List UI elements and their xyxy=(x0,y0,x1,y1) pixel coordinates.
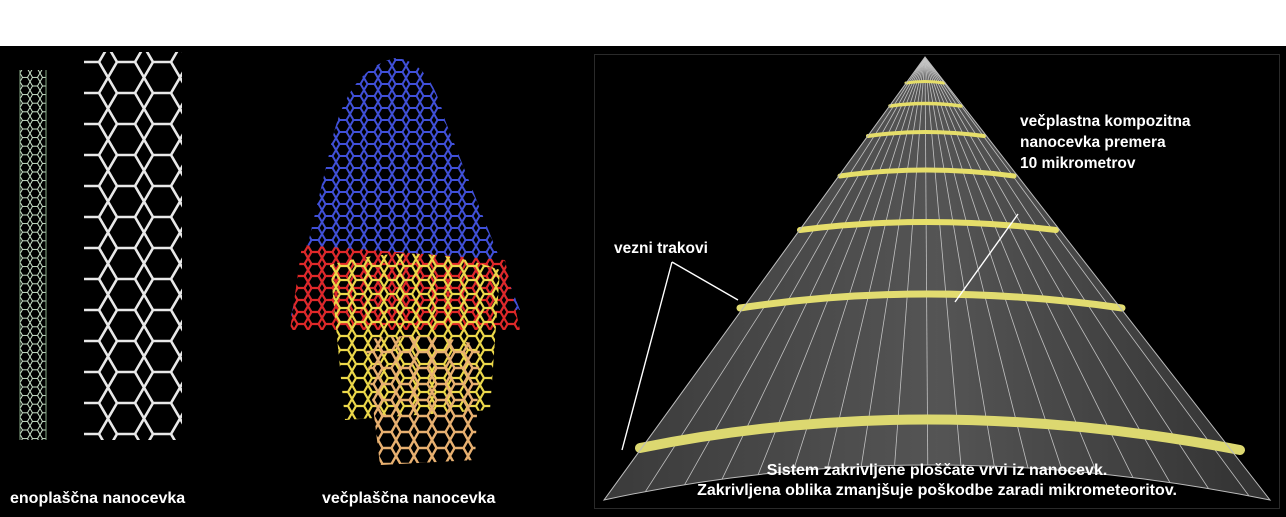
composite-label-line1: večplastna kompozitna xyxy=(1020,111,1191,132)
single-wall-wide-tube xyxy=(84,52,182,440)
composite-label-line2: nanocevka premera xyxy=(1020,132,1191,153)
cone-caption-line1: Sistem zakrivljene ploščate vrvi iz nano… xyxy=(600,461,1274,481)
single-wall-caption: enoplaščna nanocevka xyxy=(10,490,185,508)
multi-wall-caption: večplaščna nanocevka xyxy=(322,490,495,508)
multi-wall-tube xyxy=(290,58,520,465)
composite-label-line3: 10 mikrometrov xyxy=(1020,153,1191,174)
cone-caption-line2: Zakrivljena oblika zmanjšuje poškodbe za… xyxy=(600,481,1274,501)
cone-caption: Sistem zakrivljene ploščate vrvi iz nano… xyxy=(600,461,1274,501)
composite-tube-label: večplastna kompozitna nanocevka premera … xyxy=(1020,111,1191,174)
binding-bands-label: vezni trakovi xyxy=(614,238,708,259)
single-wall-thin-tube xyxy=(20,70,46,440)
